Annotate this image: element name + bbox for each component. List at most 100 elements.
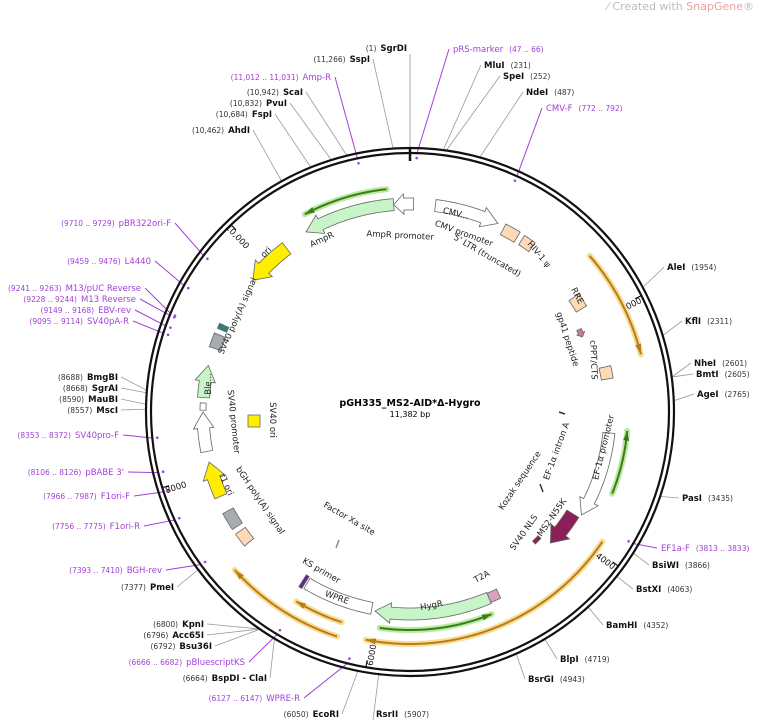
primer-text: (11,012 .. 11,031) xyxy=(231,73,299,82)
restriction-site-label[interactable]: (1)SgrDI xyxy=(366,44,407,54)
restriction-site-label[interactable]: BsrGI(4943) xyxy=(528,675,585,685)
orf-ef1a[interactable] xyxy=(611,430,629,495)
feature-bgh-polya[interactable] xyxy=(222,507,243,531)
primer-binding-icon xyxy=(627,539,630,543)
orf-arc-bottom[interactable] xyxy=(365,541,604,646)
site-name: EcoRI xyxy=(313,710,339,720)
restriction-site-label[interactable]: BmtI(2605) xyxy=(696,370,750,380)
restriction-site-label[interactable]: (10,832)PvuI xyxy=(230,99,287,109)
restriction-site-label[interactable]: (6800)KpnI xyxy=(153,620,204,630)
restriction-site-label[interactable]: SpeI(252) xyxy=(503,72,550,82)
feature-label: Factor Xa site xyxy=(321,500,376,538)
feature-label: KS primer xyxy=(300,556,342,586)
restriction-site-label[interactable]: KflI(2311) xyxy=(685,317,732,327)
feature-sv40-polya[interactable] xyxy=(208,332,227,352)
feature-small-promoter[interactable] xyxy=(199,402,207,411)
restriction-site-label[interactable]: (11,266)SspI xyxy=(313,55,370,65)
feature-gp41[interactable] xyxy=(575,327,586,338)
orf-arc-right-arrowhead-icon xyxy=(635,343,642,355)
restriction-site-label[interactable]: BlpI(4719) xyxy=(560,655,610,665)
restriction-site-label[interactable]: (10,942)ScaI xyxy=(247,88,303,98)
restriction-site-label[interactable]: (8688)BmgBI xyxy=(58,373,118,383)
orf-ampr[interactable] xyxy=(304,188,387,216)
restriction-site-label[interactable]: (6664)BspDI - ClaI xyxy=(183,674,267,684)
feature-sv40-promoter[interactable] xyxy=(192,411,215,454)
restriction-site-label[interactable]: (7377)PmeI xyxy=(121,583,174,593)
primer-label[interactable]: (7966 .. 7987)F1ori-F xyxy=(43,492,130,502)
primer-label[interactable]: EF1a-F(3813 .. 3833) xyxy=(661,544,749,554)
primer-label[interactable]: (9710 .. 9729)pBR322ori-F xyxy=(61,219,171,229)
feature-sv40-nls[interactable] xyxy=(531,535,542,545)
feature-small-teal[interactable] xyxy=(216,322,230,333)
restriction-site-label[interactable]: MluI(231) xyxy=(484,61,531,71)
primer-label[interactable]: pRS-marker(47 .. 66) xyxy=(453,45,544,55)
site-position: (3435) xyxy=(708,494,733,503)
feature-ks-primer[interactable] xyxy=(298,574,310,590)
feature-sv40-ori[interactable] xyxy=(247,414,261,428)
restriction-site-label[interactable]: BsiWI(3866) xyxy=(652,561,710,571)
primer-label[interactable]: (6666 .. 6682)pBluescriptKS xyxy=(129,658,245,668)
restriction-site-label[interactable]: (10,462)AhdI xyxy=(192,126,250,136)
site-leader-line xyxy=(372,675,380,721)
restriction-site-label[interactable]: BamHI(4352) xyxy=(606,621,668,631)
primer-binding-icon xyxy=(156,436,159,439)
site-position: (5907) xyxy=(404,710,429,719)
feature-misc-peach[interactable] xyxy=(234,526,255,547)
feature-wpre[interactable] xyxy=(303,577,374,615)
restriction-site-label[interactable]: (8590)MauBI xyxy=(59,395,118,405)
primer-label[interactable]: CMV-F(772 .. 792) xyxy=(546,104,623,114)
primer-binding-icon xyxy=(161,470,165,474)
restriction-site-label[interactable]: NdeI(487) xyxy=(526,88,574,98)
feature-ef1a-promoter[interactable] xyxy=(579,431,616,516)
primer-label[interactable]: (8353 .. 8372)SV40pro-F xyxy=(17,431,119,441)
orf-arc-bottom-arrowhead-icon xyxy=(365,638,377,645)
restriction-site-label[interactable]: (8668)SgrAI xyxy=(63,384,118,394)
primer-label[interactable]: (9095 .. 9114)SV40pA-R xyxy=(29,317,129,327)
restriction-site-label[interactable]: (8557)MscI xyxy=(67,406,118,416)
restriction-site-label[interactable]: (10,684)FspI xyxy=(216,110,272,120)
primer-label[interactable]: (11,012 .. 11,031)Amp-R xyxy=(231,73,331,83)
primer-label[interactable]: (6127 .. 6147)WPRE-R xyxy=(209,694,300,704)
restriction-site-label[interactable]: (6792)Bsu36I xyxy=(150,642,212,652)
primer-label[interactable]: (9228 .. 9244)M13 Reverse xyxy=(23,295,136,305)
restriction-site-label[interactable]: (6050) EcoRI xyxy=(284,710,339,720)
site-position: (6050) xyxy=(284,710,309,719)
ruler-tick-label: 8000 xyxy=(164,480,188,496)
primer-label[interactable]: (7756 .. 7775)F1ori-R xyxy=(52,522,140,532)
primer-label[interactable]: (9241 .. 9263)M13/pUC Reverse xyxy=(8,284,141,294)
feature-hygr[interactable] xyxy=(374,591,492,625)
orf-arc-right[interactable] xyxy=(588,255,642,355)
restriction-site-label[interactable]: BstXI(4063) xyxy=(636,585,692,595)
restriction-site-label[interactable]: RsrII(5907) xyxy=(376,710,429,720)
restriction-site-label[interactable]: AgeI(2765) xyxy=(697,390,750,400)
orf-arc-left-outer[interactable] xyxy=(233,569,338,638)
restriction-site-label[interactable]: AleI(1954) xyxy=(667,263,716,273)
restriction-site-label[interactable]: (6796)Acc65I xyxy=(143,631,204,641)
feature-hiv1-psi[interactable] xyxy=(518,234,536,253)
feature-ms2-n55k[interactable] xyxy=(550,509,580,544)
feature-cmv-promoter[interactable] xyxy=(434,199,499,228)
feature-cppt-cts[interactable] xyxy=(598,365,614,381)
primer-label[interactable]: (7393 .. 7410)BGH-rev xyxy=(69,566,162,576)
feature-ampr[interactable] xyxy=(305,198,395,234)
primer-text: WPRE-R xyxy=(266,694,300,704)
primer-text: (9710 .. 9729) xyxy=(61,219,115,228)
feature-ble[interactable] xyxy=(194,364,216,399)
feature-ori[interactable] xyxy=(252,242,292,281)
restriction-site-label[interactable]: PasI(3435) xyxy=(682,494,733,504)
primer-text: L4440 xyxy=(125,257,151,267)
feature-rre[interactable] xyxy=(568,293,588,313)
feature-label: EF-1α intron A xyxy=(542,421,572,481)
primer-text: (9149 .. 9168) xyxy=(41,306,95,315)
feature-5ltr[interactable] xyxy=(499,223,521,243)
primer-label[interactable]: (8106 .. 8126)pBABE 3' xyxy=(28,468,124,478)
feature-f1-ori[interactable] xyxy=(202,461,228,500)
orf-hygr[interactable] xyxy=(379,613,493,632)
site-position: (4943) xyxy=(560,675,585,684)
site-leader-line xyxy=(672,373,694,378)
primer-label[interactable]: (9149 .. 9168)EBV-rev xyxy=(41,306,131,316)
primer-leader-line xyxy=(516,107,543,178)
restriction-site-label[interactable]: NheI(2601) xyxy=(694,359,747,369)
primer-label[interactable]: (9459 .. 9476)L4440 xyxy=(67,257,151,267)
feature-ampr-promoter[interactable] xyxy=(393,192,415,216)
